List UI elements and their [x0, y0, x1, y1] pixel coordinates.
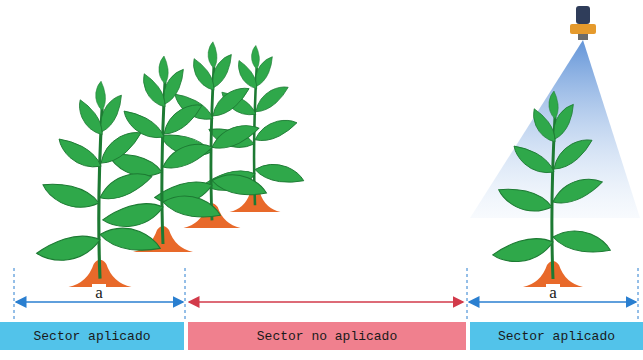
dimension-label: a: [546, 284, 560, 301]
sector-band: Sector no aplicado: [188, 322, 466, 350]
sector-label: Sector aplicado: [498, 329, 615, 344]
sector-label: Sector aplicado: [33, 329, 150, 344]
sector-band: Sector aplicado: [0, 322, 184, 350]
sector-label: Sector no aplicado: [257, 329, 397, 344]
sector-band: Sector aplicado: [470, 322, 643, 350]
dimension-label: a: [92, 284, 106, 301]
